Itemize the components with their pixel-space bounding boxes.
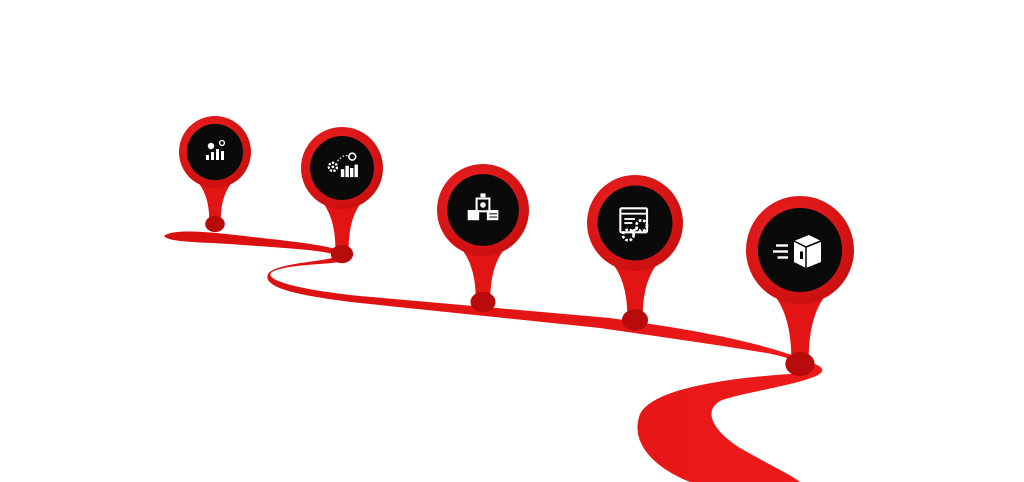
pin-drop: [205, 215, 225, 233]
pin-disc: [447, 174, 519, 246]
milestone-pin-1: [179, 116, 251, 233]
pin-disc: [186, 123, 244, 181]
pin-tail: [608, 259, 662, 316]
pin-drop: [621, 309, 649, 331]
pin-drop: [330, 244, 354, 264]
pin-drop: [785, 351, 815, 377]
pin-disc: [597, 185, 673, 261]
pin-tail: [457, 244, 509, 298]
winding-road: [164, 231, 823, 482]
milestone-pin-4: [587, 175, 683, 331]
web-integration-settings-icon: [619, 207, 649, 242]
gear-idea-growth-icon: [327, 152, 358, 178]
analytics-chart-icon: [206, 139, 226, 160]
milestone-pin-3: [437, 164, 529, 313]
milestone-pin-5: [746, 196, 854, 377]
pin-tail: [770, 290, 830, 360]
pin-tail: [319, 198, 365, 250]
pin-tail: [195, 179, 235, 220]
milestone-pin-2: [301, 127, 383, 264]
inventory-boxes-icon: [467, 193, 499, 221]
pin-disc: [310, 136, 374, 200]
fast-delivery-box-icon: [773, 235, 822, 268]
pin-drop: [470, 291, 496, 313]
